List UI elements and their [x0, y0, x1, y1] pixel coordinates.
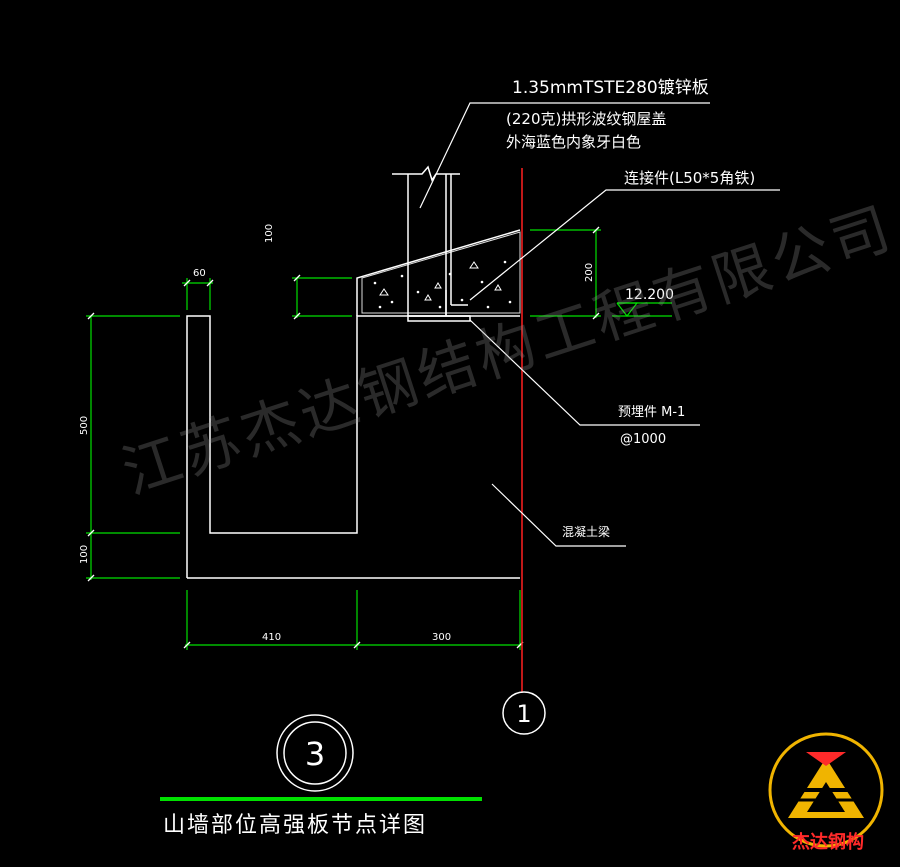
roof-panel	[392, 165, 471, 322]
company-logo-icon	[768, 732, 884, 848]
logo-text: 杰达钢构	[792, 832, 864, 853]
embedded-part-label: 预埋件 M-1	[618, 405, 685, 420]
title-underline	[160, 797, 482, 801]
dim-500: 500	[79, 416, 90, 435]
dim-200: 200	[584, 263, 595, 282]
axis-bubble	[502, 691, 546, 735]
dim-410: 410	[262, 632, 281, 643]
detail-marker: 3	[276, 714, 354, 792]
elevation-label: 12.200	[625, 287, 674, 303]
axis-label: 1	[516, 700, 531, 728]
beam-outline	[186, 229, 521, 579]
concrete-hatch	[361, 231, 521, 314]
embedded-spacing-label: @1000	[620, 432, 666, 447]
detail-number: 3	[305, 735, 325, 773]
concrete-beam-label: 混凝土梁	[562, 524, 610, 539]
dim-300: 300	[432, 632, 451, 643]
dim-60: 60	[193, 268, 206, 279]
leader-lines	[419, 102, 780, 547]
drawing-title: 山墙部位高强板节点详图	[163, 813, 427, 838]
roof-panel-label-2: (220克)拱形波纹钢屋盖	[506, 110, 666, 128]
roof-panel-label-1: 1.35mmTSTE280镀锌板	[512, 78, 709, 98]
connector-label: 连接件(L50*5角铁)	[624, 169, 755, 187]
dim-100-bottom: 100	[79, 545, 90, 564]
dimension-lines	[86, 229, 672, 650]
dim-100-top: 100	[264, 224, 275, 243]
dimension-ticks	[87, 226, 600, 649]
roof-panel-label-3: 外海蓝色内象牙白色	[506, 133, 641, 151]
